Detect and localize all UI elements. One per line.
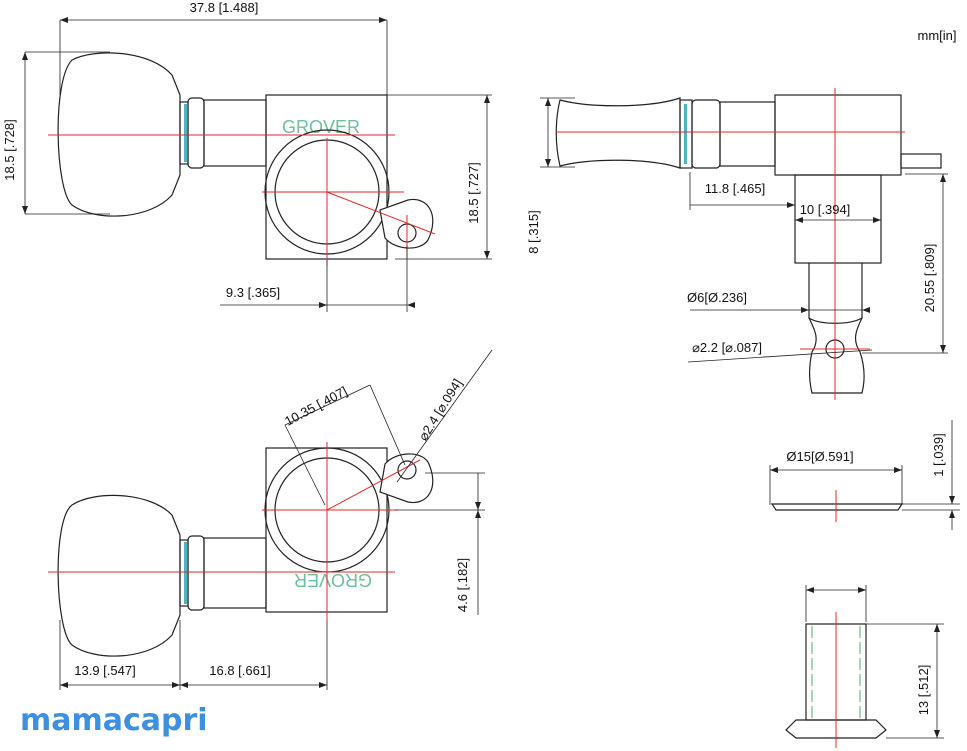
watermark: mamacapri: [20, 703, 208, 738]
side-height-label: 8 [.315]: [526, 210, 541, 253]
post-offset-label: 11.8 [.465]: [705, 181, 765, 196]
screw-hole-label: ⌀2.4 [⌀.094]: [415, 376, 465, 443]
string-post: [808, 317, 865, 394]
washer-diameter-label: Ø15[Ø.591]: [786, 449, 853, 464]
post-length-label: 20.55 [.809]: [922, 244, 937, 313]
washer: [770, 503, 904, 511]
top-left-view: 37.8 [1.488] 18.5 [.728] GROVER: [2, 0, 492, 312]
bottom-brand-label: GROVER: [294, 570, 372, 590]
mount-offset-label: 9.3 [.365]: [226, 285, 280, 300]
bushing-view: 13 [.512]: [785, 585, 944, 748]
bottom-left-view: GROVER 10.35 [.407] ⌀2.4 [⌀.094] 4.6 [.1…: [48, 349, 493, 690]
hole-distance-label: 10.35 [.407]: [282, 383, 350, 428]
bushing-height-label: 13 [.512]: [916, 665, 931, 716]
side-post-base: [794, 174, 882, 264]
tuner-shaft: [203, 99, 267, 167]
washer-view: Ø15[Ø.591] 1 [.039]: [769, 420, 960, 530]
bushing-flange: [785, 719, 887, 739]
post-diameter-label: Ø6[Ø.236]: [687, 290, 747, 305]
housing-height-label: 18.5 [.727]: [466, 162, 481, 223]
washer-thickness-label: 1 [.039]: [931, 433, 946, 476]
brand-label: GROVER: [282, 117, 360, 137]
string-hole-label: ⌀2.2 [⌀.087]: [692, 340, 762, 355]
side-housing: [774, 94, 902, 176]
tuner-button: [57, 52, 181, 217]
hole-vertical-label: 4.6 [.182]: [455, 558, 470, 612]
bottom-button: [57, 494, 181, 657]
side-button: [555, 97, 681, 169]
button-height-label: 18.5 [.728]: [2, 119, 17, 180]
overall-length-label: 37.8 [1.488]: [190, 0, 259, 15]
side-view: mm[in] 8 [.315] 11.8 [.465] 10 [.394]: [526, 28, 957, 400]
units-label: mm[in]: [918, 28, 957, 43]
button-length-label: 13.9 [.547]: [74, 663, 135, 678]
shaft-length-label: 16.8 [.661]: [209, 663, 270, 678]
housing-depth-label: 10 [.394]: [800, 202, 851, 217]
